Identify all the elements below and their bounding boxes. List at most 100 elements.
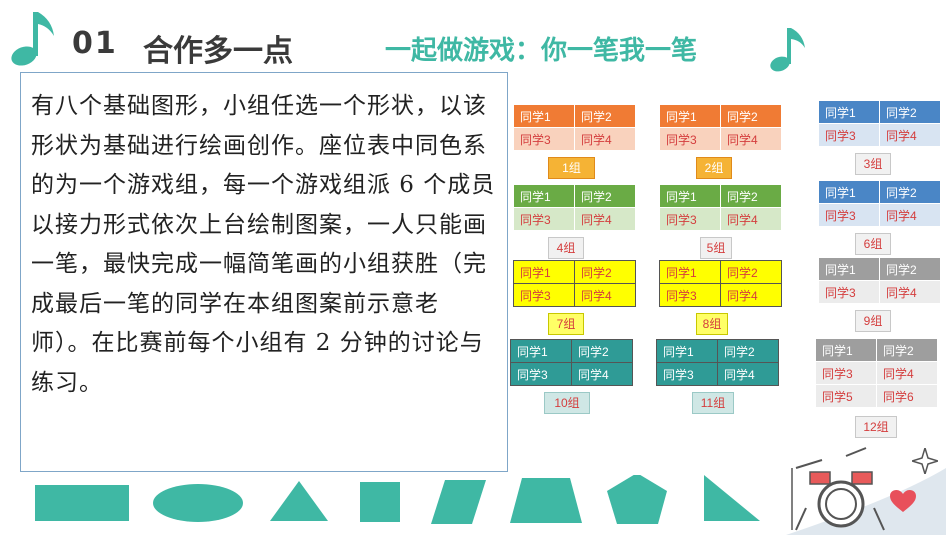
seat-cell: 同学3 [818, 280, 880, 304]
group-label: 5组 [700, 237, 732, 259]
seat-cell: 同学4 [717, 362, 779, 386]
seat-cell: 同学4 [720, 207, 782, 231]
title-bar: 01 合作多一点 一起做游戏：你一笔我一笔 [0, 0, 950, 92]
seat-cell: 同学3 [815, 361, 877, 385]
seat-cell: 同学2 [879, 100, 941, 124]
seat-cell: 同学3 [656, 362, 718, 386]
group-label: 12组 [855, 416, 897, 438]
seat-cell: 同学3 [510, 362, 572, 386]
group-label: 3组 [855, 153, 891, 175]
drum-kit-icon [786, 447, 946, 535]
section-title: 合作多一点 [143, 34, 293, 69]
subtitle: 一起做游戏：你一笔我一笔 [385, 36, 698, 66]
seat-cell: 同学3 [513, 283, 575, 307]
seat-cell: 同学5 [815, 384, 877, 408]
pentagon-shape [607, 475, 667, 524]
seat-cell: 同学4 [571, 362, 633, 386]
seat-cell: 同学4 [879, 123, 941, 147]
seat-cell: 同学2 [879, 180, 941, 204]
group-label: 4组 [548, 237, 584, 259]
music-note-icon [770, 28, 805, 72]
seat-cell: 同学3 [818, 203, 880, 227]
group-label: 9组 [855, 310, 891, 332]
parallelogram-shape [431, 480, 486, 524]
seat-cell: 同学4 [574, 283, 636, 307]
section-number: 01 [72, 26, 118, 61]
seat-cell: 同学6 [876, 384, 938, 408]
group-label: 10组 [544, 392, 590, 414]
seat-cell: 同学2 [574, 260, 636, 284]
seat-cell: 同学4 [720, 127, 782, 151]
seat-cell: 同学2 [720, 184, 782, 208]
square-shape [360, 482, 400, 522]
trapezoid-shape [510, 478, 582, 523]
seat-cell: 同学2 [879, 257, 941, 281]
seat-cell: 同学1 [513, 260, 575, 284]
seat-cell: 同学2 [574, 184, 636, 208]
seat-cell: 同学1 [513, 104, 575, 128]
seat-cell: 同学4 [876, 361, 938, 385]
seat-cell: 同学1 [513, 184, 575, 208]
rectangle-shape [35, 485, 129, 521]
triangle-shape [270, 481, 328, 521]
seat-cell: 同学1 [659, 104, 721, 128]
heart-icon [890, 490, 916, 512]
group-label: 7组 [548, 313, 584, 335]
seat-cell: 同学1 [659, 260, 721, 284]
seat-cell: 同学1 [659, 184, 721, 208]
seat-cell: 同学3 [659, 283, 721, 307]
seat-cell: 同学2 [571, 339, 633, 363]
seat-cell: 同学2 [720, 104, 782, 128]
seat-cell: 同学1 [656, 339, 718, 363]
seat-cell: 同学3 [659, 207, 721, 231]
seat-cell: 同学4 [720, 283, 782, 307]
group-label: 2组 [696, 157, 732, 179]
group-label: 1组 [548, 157, 595, 179]
seat-cell: 同学1 [815, 338, 877, 362]
seat-cell: 同学1 [818, 180, 880, 204]
seat-cell: 同学2 [720, 260, 782, 284]
shapes-row [35, 475, 760, 524]
seat-cell: 同学4 [574, 207, 636, 231]
instruction-box: 有八个基础图形，小组任选一个形状，以该形状为基础进行绘画创作。座位表中同色系的为… [20, 72, 508, 472]
seat-cell: 同学2 [574, 104, 636, 128]
seat-cell: 同学4 [574, 127, 636, 151]
right-triangle-shape [704, 475, 760, 521]
group-label: 8组 [696, 313, 728, 335]
group-label: 6组 [855, 233, 891, 255]
seat-cell: 同学3 [513, 127, 575, 151]
seat-cell: 同学3 [818, 123, 880, 147]
instruction-text: 有八个基础图形，小组任选一个形状，以该形状为基础进行绘画创作。座位表中同色系的为… [31, 93, 496, 396]
music-note-icon [11, 12, 54, 66]
group-label: 11组 [692, 392, 734, 414]
seat-cell: 同学4 [879, 203, 941, 227]
ellipse-shape [153, 484, 243, 522]
seat-cell: 同学2 [876, 338, 938, 362]
seat-cell: 同学2 [717, 339, 779, 363]
seat-cell: 同学1 [818, 100, 880, 124]
seat-cell: 同学1 [818, 257, 880, 281]
